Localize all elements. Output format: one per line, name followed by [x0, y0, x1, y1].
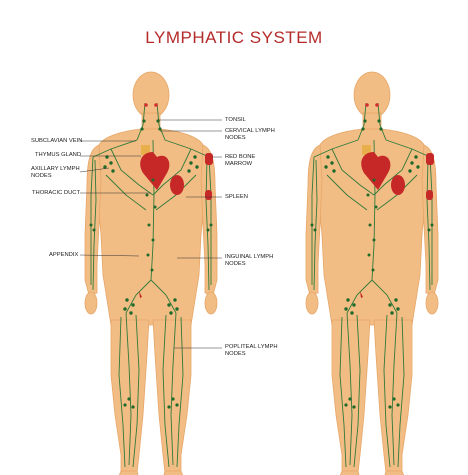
label-appendix: APPENDIX — [49, 252, 79, 258]
label-popliteal-line2: NODES — [225, 351, 246, 357]
figure-right — [305, 71, 439, 475]
label-axillary-line1: AXILLARY LYMPH — [31, 166, 80, 172]
label-inguinal-lymph-nodes: INGUINAL LYMPH NODES — [225, 254, 273, 268]
label-cervical-line2: NODES — [225, 135, 246, 141]
label-thymus-gland: THYMUS GLAND — [35, 152, 82, 158]
label-axillary-lymph-nodes: AXILLARY LYMPH NODES — [31, 166, 80, 180]
label-cervical-lymph-nodes: CERVICAL LYMPH NODES — [225, 128, 275, 142]
page-title: LYMPHATIC SYSTEM — [145, 28, 323, 47]
label-axillary-line2: NODES — [31, 173, 52, 179]
label-inguinal-line1: INGUINAL LYMPH — [225, 254, 274, 260]
label-spleen: SPLEEN — [225, 194, 248, 200]
leader-lines-left — [79, 140, 151, 257]
label-red-bone-line2: MARROW — [225, 161, 253, 167]
label-inguinal-line2: NODES — [225, 261, 246, 267]
label-tonsil: TONSIL — [225, 117, 246, 123]
figure-left — [84, 71, 218, 475]
label-popliteal-lymph-nodes: POPLITEAL LYMPH NODES — [225, 344, 278, 358]
label-red-bone-marrow: RED BONE MARROW — [225, 154, 255, 168]
leader-lines-right — [158, 119, 222, 349]
label-thoracic-duct: THORACIC DUCT — [32, 190, 80, 196]
label-red-bone-line1: RED BONE — [225, 154, 256, 160]
label-subclavian-vein: SUBCLAVIAN VEIN — [31, 138, 83, 144]
label-popliteal-line1: POPLITEAL LYMPH — [225, 344, 278, 350]
label-cervical-line1: CERVICAL LYMPH — [225, 128, 275, 134]
